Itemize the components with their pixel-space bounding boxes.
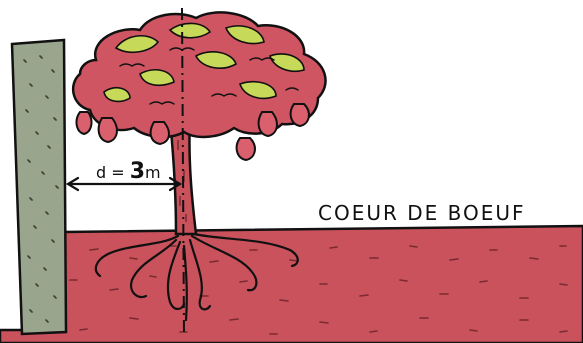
distance-prefix: d = (96, 163, 130, 182)
distance-label: d = 3m (96, 159, 161, 184)
distance-unit: m (145, 163, 161, 182)
distance-value: 3 (130, 159, 145, 184)
fruit-tree-icon (73, 12, 325, 160)
wall-icon (12, 40, 66, 334)
variety-label: COEUR DE BOEUF (318, 201, 526, 225)
soil-bed (0, 226, 583, 343)
